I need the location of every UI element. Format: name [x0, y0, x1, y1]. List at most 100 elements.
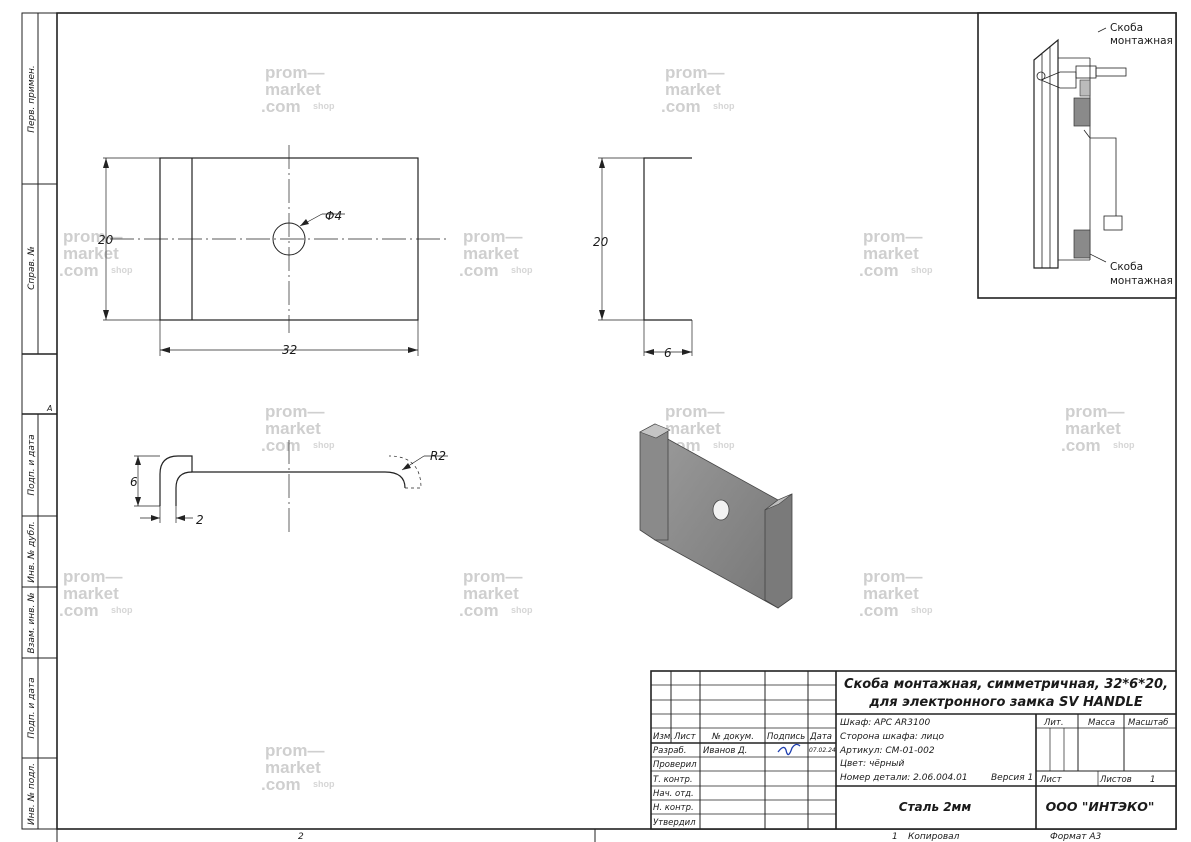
material: Сталь 2мм — [899, 800, 972, 814]
watermark-shop: shop — [713, 101, 735, 111]
watermark-text: prom— — [863, 227, 923, 246]
row-utverd: Утвердил — [653, 818, 696, 828]
info-nomer: Номер детали: 2.06.004.01 — [840, 773, 968, 783]
sheet-frame — [21, 12, 1177, 842]
watermark-shop: shop — [111, 605, 133, 615]
watermark-shop: shop — [313, 440, 335, 450]
title-line-2: для электронного замка SV HANDLE — [868, 695, 1143, 710]
footer-left-number: 2 — [298, 832, 304, 842]
watermark-text: market — [863, 584, 919, 603]
watermark-shop: shop — [313, 101, 335, 111]
plan-arrows — [103, 158, 418, 353]
col-doc: № докум. — [711, 732, 754, 742]
signature-mark — [777, 743, 801, 756]
info-storona: Сторона шкафа: лицо — [840, 732, 945, 742]
watermark-text: market — [463, 244, 519, 263]
watermark-shop: shop — [911, 605, 933, 615]
dim-plan-height: 20 — [98, 233, 114, 247]
title-line-1: Скоба монтажная, симметричная, 32*6*20, — [844, 677, 1168, 692]
row-prover: Провеpил — [653, 760, 697, 770]
col-list: Лист — [673, 732, 697, 742]
masshtab-label: Масштаб — [1128, 718, 1168, 728]
watermark-text: market — [665, 419, 721, 438]
razrab-name: Иванов Д. — [703, 746, 747, 756]
stamp-podp-data-1: Подп. и дата — [27, 434, 37, 495]
watermark-shop: shop — [1113, 440, 1135, 450]
watermark-text: .com — [459, 261, 499, 280]
info-shkaf: Шкаф: APC AR3100 — [840, 718, 930, 728]
watermark-text: market — [463, 584, 519, 603]
watermark-text: prom— — [265, 63, 325, 82]
watermark-text: .com — [459, 601, 499, 620]
stamp-perv-primen: Перв. примен. — [27, 65, 37, 133]
watermark-shop: shop — [313, 779, 335, 789]
watermark-text: prom— — [265, 741, 325, 760]
watermark-text: prom— — [63, 227, 123, 246]
dim-profile-height: 6 — [130, 475, 138, 489]
watermark-text: .com — [261, 775, 301, 794]
watermark-text: prom— — [863, 567, 923, 586]
footer-copy-number: 1 — [892, 832, 898, 842]
plan-view — [103, 145, 448, 356]
detail-brackets — [1073, 79, 1091, 259]
col-date: Дата — [809, 732, 832, 742]
watermark-shop: shop — [511, 265, 533, 275]
watermark-text: prom— — [265, 402, 325, 421]
detail-label-bottom-1: Скоба — [1110, 261, 1143, 273]
dim-profile-thickness: 2 — [196, 513, 204, 527]
watermark-text: prom— — [1065, 402, 1125, 421]
watermark-tile: prom—market.com shop — [59, 227, 133, 280]
row-razrab: Разраб. — [653, 746, 686, 756]
list-label: Лист — [1039, 775, 1063, 785]
detail-label-top-1: Скоба — [1110, 22, 1143, 34]
dim-hole-diameter: Φ4 — [325, 209, 342, 223]
row-nach: Нач. отд. — [653, 789, 694, 799]
massa-label: Масса — [1088, 718, 1115, 728]
dim-side-height: 20 — [593, 235, 609, 249]
watermark-text: .com — [1061, 436, 1101, 455]
stamp-vzam-inv: Взам. инв. № — [27, 592, 37, 653]
lit-label: Лит. — [1043, 718, 1064, 728]
watermark-text: market — [63, 244, 119, 263]
watermark-tile: prom—market.com shop — [261, 741, 335, 794]
watermark-text: .com — [261, 97, 301, 116]
dim-bend-radius: R2 — [430, 449, 446, 463]
dim-plan-width: 32 — [282, 343, 297, 357]
side-view — [598, 157, 693, 356]
watermark-text: market — [265, 758, 321, 777]
info-version: Версия 1 — [991, 773, 1033, 783]
watermark-shop: shop — [911, 265, 933, 275]
zone-marker-a: А — [46, 404, 52, 413]
watermark-text: market — [265, 419, 321, 438]
detail-label-bottom-2: монтажная — [1110, 275, 1173, 287]
stamp-inv-podl: Инв. № подл. — [27, 763, 37, 825]
watermark-text: prom— — [665, 63, 725, 82]
detail-label-top-2: монтажная — [1110, 35, 1173, 47]
watermark-text: market — [1065, 419, 1121, 438]
watermark-text: prom— — [665, 402, 725, 421]
razrab-date: 07.02.24 — [809, 747, 836, 754]
watermark-shop: shop — [111, 265, 133, 275]
isometric-view — [639, 423, 793, 609]
footer-copy-label: Копировал — [908, 832, 960, 842]
profile-arrows — [135, 456, 411, 521]
stamp-sprav-no: Справ. № — [27, 246, 37, 290]
stamp-inv-dubl: Инв. № дубл. — [27, 521, 37, 583]
watermark-text: .com — [59, 261, 99, 280]
watermark-text: .com — [859, 261, 899, 280]
row-nkontr: Н. контр. — [653, 803, 694, 813]
info-artikul: Артикул: СМ-01-002 — [839, 746, 935, 756]
watermark-text: market — [63, 584, 119, 603]
watermark-tile: prom—market.com shop — [859, 567, 933, 620]
watermark-text: .com — [859, 601, 899, 620]
watermark-text: .com — [59, 601, 99, 620]
listov-label: Листов — [1099, 775, 1132, 785]
